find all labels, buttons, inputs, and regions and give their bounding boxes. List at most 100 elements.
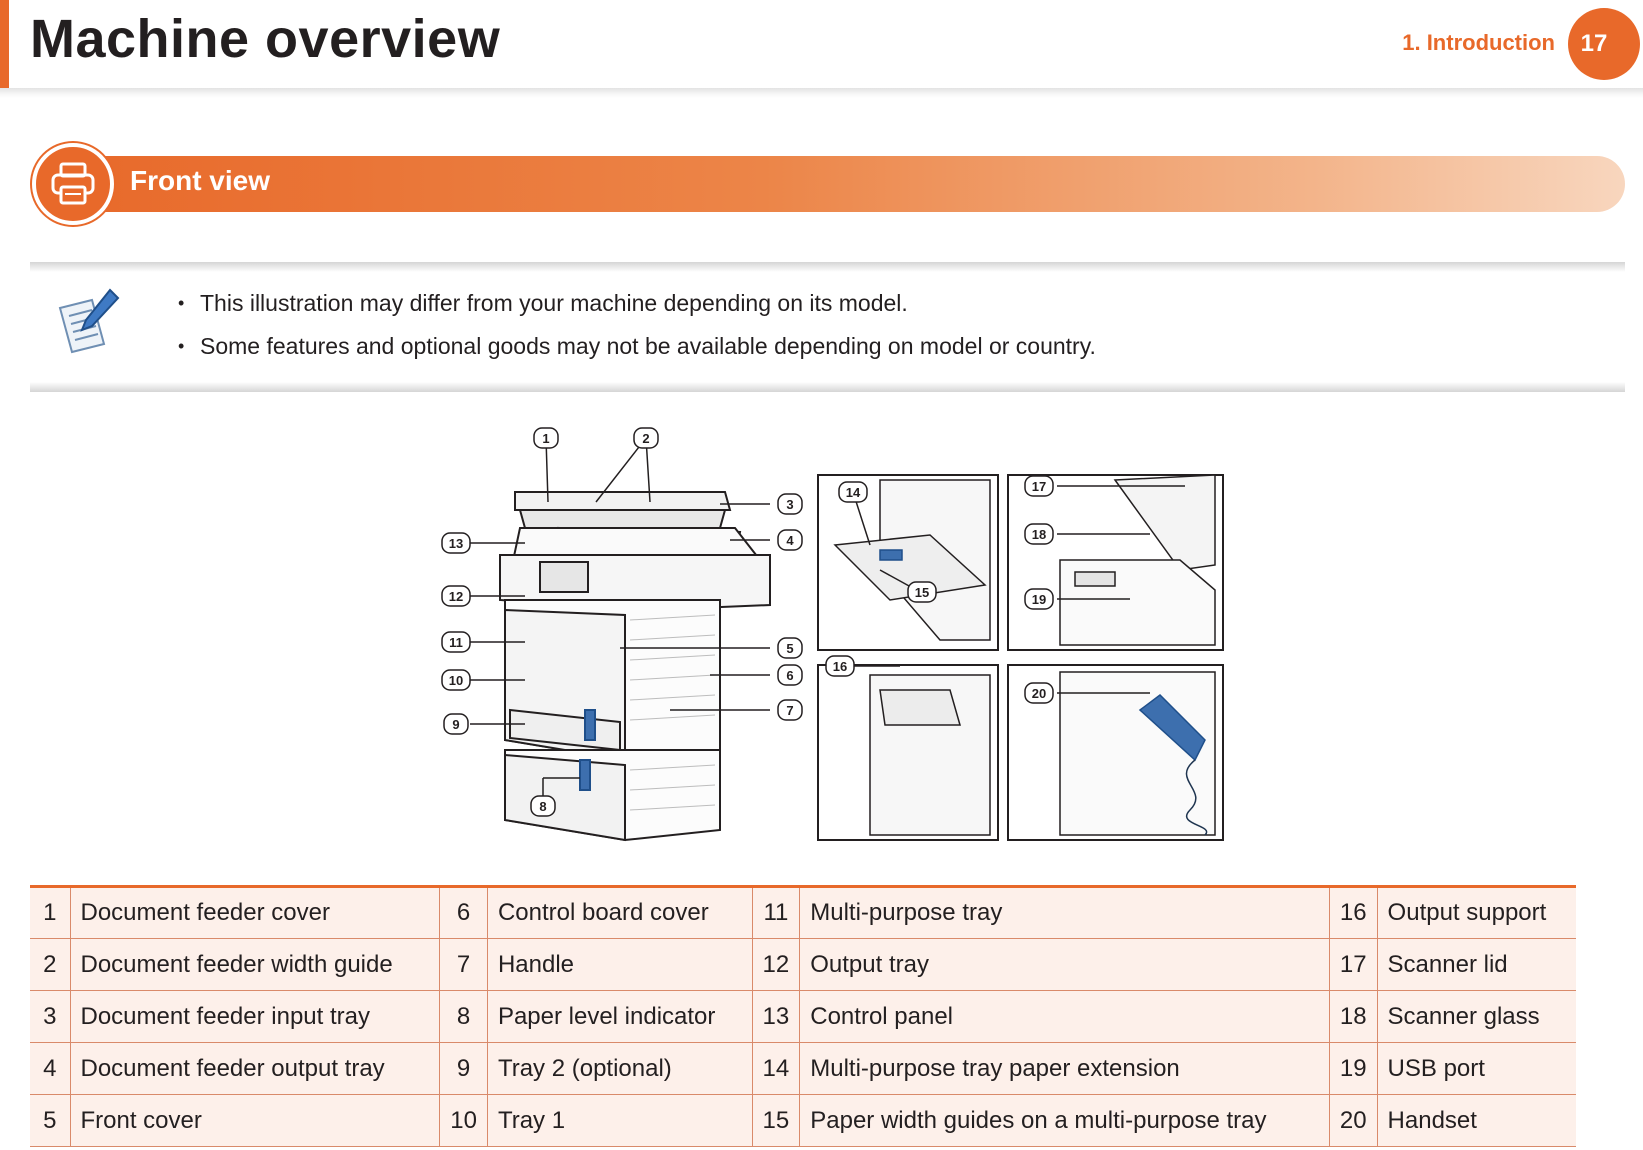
section-bar bbox=[60, 156, 1625, 212]
callout-4: 4 bbox=[777, 529, 803, 551]
part-number: 15 bbox=[751, 1094, 800, 1147]
printer-drawing bbox=[499, 491, 771, 842]
callout-6: 6 bbox=[777, 664, 803, 686]
section-title: Front view bbox=[130, 165, 271, 196]
svg-text:19: 19 bbox=[1032, 592, 1046, 607]
part-label: Handle bbox=[486, 938, 753, 991]
svg-text:2: 2 bbox=[642, 431, 649, 446]
part-label: USB port bbox=[1376, 1042, 1576, 1095]
callout-13: 13 bbox=[441, 532, 471, 554]
part-number: 8 bbox=[439, 990, 488, 1043]
part-label: Handset bbox=[1376, 1094, 1576, 1147]
part-number: 2 bbox=[30, 938, 70, 991]
callout-15: 15 bbox=[907, 581, 937, 603]
part-label: Front cover bbox=[69, 1094, 440, 1147]
callout-9: 9 bbox=[443, 713, 469, 735]
svg-text:8: 8 bbox=[539, 799, 546, 814]
svg-text:7: 7 bbox=[786, 703, 793, 718]
left-accent-bar bbox=[0, 0, 9, 92]
part-label: Paper level indicator bbox=[486, 990, 753, 1043]
callout-3: 3 bbox=[777, 493, 803, 515]
callout-20: 20 bbox=[1024, 682, 1054, 704]
part-label: Output tray bbox=[799, 938, 1330, 991]
part-label: Multi-purpose tray bbox=[799, 886, 1330, 939]
callout-2: 2 bbox=[633, 427, 659, 449]
note-bottom-rule bbox=[30, 382, 1625, 392]
part-number: 13 bbox=[751, 990, 800, 1043]
note-box: This illustration may differ from your m… bbox=[30, 262, 1625, 392]
svg-text:15: 15 bbox=[915, 585, 929, 600]
svg-text:10: 10 bbox=[449, 673, 463, 688]
part-label: Output support bbox=[1376, 886, 1576, 939]
part-number: 6 bbox=[439, 886, 488, 939]
part-number: 3 bbox=[30, 990, 70, 1043]
part-number: 14 bbox=[751, 1042, 800, 1095]
callout-12: 12 bbox=[441, 585, 471, 607]
callout-10: 10 bbox=[441, 669, 471, 691]
part-number: 16 bbox=[1328, 886, 1378, 939]
callout-8: 8 bbox=[530, 795, 556, 817]
chapter-label: 1. Introduction bbox=[1402, 30, 1555, 55]
callout-17: 17 bbox=[1024, 475, 1054, 497]
page-title: Machine overview bbox=[30, 9, 501, 69]
svg-text:14: 14 bbox=[846, 485, 861, 500]
callout-16: 16 bbox=[825, 655, 855, 677]
svg-text:18: 18 bbox=[1032, 527, 1046, 542]
part-label: Tray 1 bbox=[486, 1094, 753, 1147]
page-number: 17 bbox=[1568, 8, 1640, 80]
part-label: Paper width guides on a multi-purpose tr… bbox=[799, 1094, 1330, 1147]
callout-14: 14 bbox=[838, 481, 868, 503]
part-label: Scanner lid bbox=[1376, 938, 1576, 991]
part-label: Scanner glass bbox=[1376, 990, 1576, 1043]
note-pencil-icon bbox=[52, 286, 122, 361]
part-number: 17 bbox=[1328, 938, 1378, 991]
callout-1: 1 bbox=[533, 427, 559, 449]
machine-illustration: 1 2 3 4 5 6 7 8 9 10 11 12 13 14 15 16 1… bbox=[0, 410, 1643, 860]
part-number: 19 bbox=[1328, 1042, 1378, 1095]
part-label: Document feeder output tray bbox=[69, 1042, 440, 1095]
svg-text:16: 16 bbox=[833, 659, 847, 674]
part-number: 20 bbox=[1328, 1094, 1378, 1147]
svg-text:9: 9 bbox=[452, 717, 459, 732]
part-label: Control panel bbox=[799, 990, 1330, 1043]
header-divider bbox=[0, 88, 1643, 98]
part-number: 5 bbox=[30, 1094, 70, 1147]
part-label: Document feeder cover bbox=[69, 886, 440, 939]
note-item: Some features and optional goods may not… bbox=[160, 325, 1096, 368]
note-top-rule bbox=[30, 262, 1625, 272]
part-label: Multi-purpose tray paper extension bbox=[799, 1042, 1330, 1095]
note-item: This illustration may differ from your m… bbox=[160, 282, 1096, 325]
svg-text:4: 4 bbox=[786, 533, 794, 548]
part-number: 10 bbox=[439, 1094, 488, 1147]
callout-11: 11 bbox=[441, 631, 471, 653]
part-number: 1 bbox=[30, 886, 70, 939]
part-label: Control board cover bbox=[486, 886, 753, 939]
part-number: 12 bbox=[751, 938, 800, 991]
part-label: Document feeder input tray bbox=[69, 990, 440, 1043]
printer-icon bbox=[32, 143, 114, 225]
note-list: This illustration may differ from your m… bbox=[160, 282, 1096, 368]
svg-text:6: 6 bbox=[786, 668, 793, 683]
svg-text:3: 3 bbox=[786, 497, 793, 512]
svg-text:13: 13 bbox=[449, 536, 463, 551]
svg-text:12: 12 bbox=[449, 589, 463, 604]
part-number: 11 bbox=[751, 886, 800, 939]
part-label: Tray 2 (optional) bbox=[486, 1042, 753, 1095]
callout-19: 19 bbox=[1024, 588, 1054, 610]
part-number: 4 bbox=[30, 1042, 70, 1095]
svg-text:5: 5 bbox=[786, 641, 793, 656]
callout-18: 18 bbox=[1024, 523, 1054, 545]
part-number: 7 bbox=[439, 938, 488, 991]
callout-5: 5 bbox=[777, 637, 803, 659]
part-number: 18 bbox=[1328, 990, 1378, 1043]
callout-7: 7 bbox=[777, 699, 803, 721]
svg-text:1: 1 bbox=[542, 431, 549, 446]
part-label: Document feeder width guide bbox=[69, 938, 440, 991]
svg-text:20: 20 bbox=[1032, 686, 1046, 701]
